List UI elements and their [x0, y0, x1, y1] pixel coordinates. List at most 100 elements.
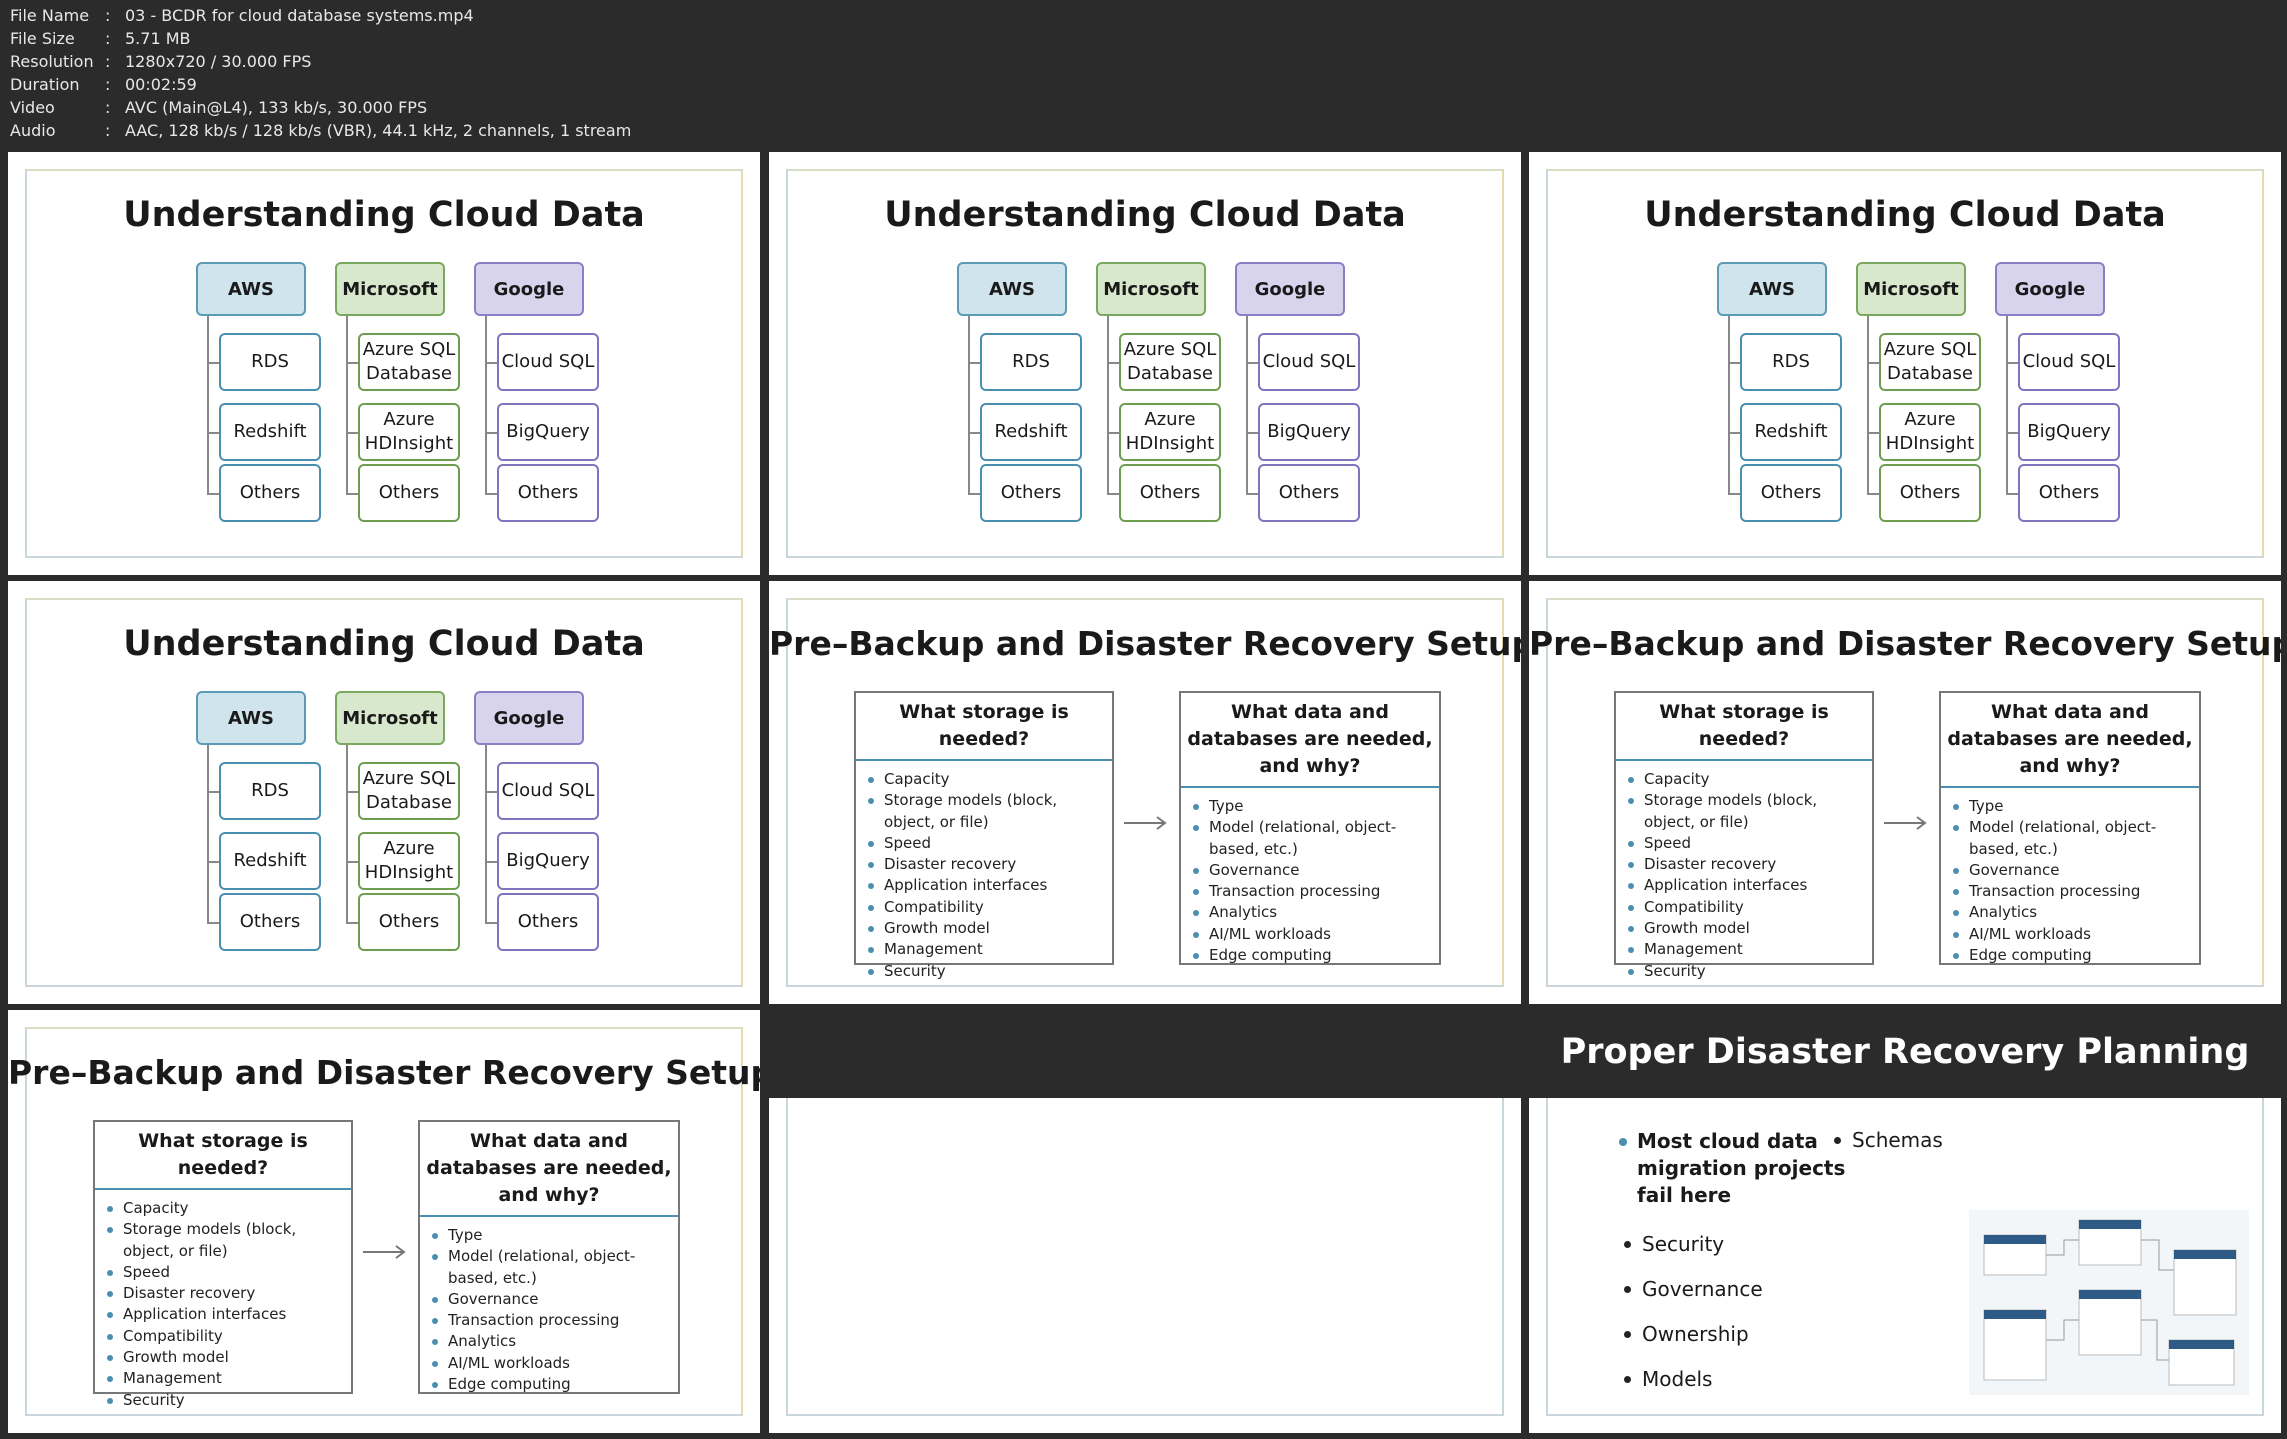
connector-line — [2006, 432, 2029, 434]
connector-line — [1728, 493, 1751, 495]
thumbnail-disaster-recovery[interactable]: Proper Disaster Recovery Planning Most c… — [1529, 1010, 2281, 1433]
list-item: Edge computing — [1193, 945, 1439, 966]
aws-header: AWS — [957, 262, 1067, 316]
list-item: Transaction processing — [1193, 881, 1439, 902]
list-item: Security — [107, 1390, 351, 1411]
list-item: Disaster recovery — [107, 1283, 351, 1304]
storage-box-header: What storage is needed? — [856, 693, 1112, 761]
connector-line — [485, 362, 508, 364]
list-item: Capacity — [1628, 769, 1872, 790]
video-label: Video — [10, 98, 55, 117]
connector-line — [346, 493, 369, 495]
file-name-label: File Name — [10, 6, 90, 25]
thumbnail-backup-setup[interactable]: Pre–Backup and Disaster Recovery Setup W… — [769, 581, 1521, 1004]
thumbnail-cloud-data[interactable]: Understanding Cloud Data AWS RDS Redshif… — [769, 152, 1521, 575]
slide-title: Understanding Cloud Data — [123, 624, 645, 664]
aws-item: RDS — [1740, 333, 1842, 391]
slide-frame — [25, 598, 743, 987]
aws-item: Others — [1740, 464, 1842, 522]
microsoft-item: Azure HDInsight — [1879, 403, 1981, 461]
slide-frame — [1546, 1098, 2264, 1416]
duration-label: Duration — [10, 75, 80, 94]
sub-point: Governance — [1624, 1277, 1763, 1301]
list-item: Management — [868, 939, 1112, 960]
google-item: Cloud SQL — [2018, 333, 2120, 391]
schema-diagram-image — [1969, 1210, 2249, 1395]
thumbnail-cloud-data[interactable]: Understanding Cloud Data AWS RDS Redshif… — [8, 581, 760, 1004]
connector-line — [1246, 316, 1248, 494]
duration-value: 00:02:59 — [125, 75, 197, 94]
google-item: Others — [1258, 464, 1360, 522]
thumbnail-backup-setup[interactable]: Pre–Backup and Disaster Recovery Setup W… — [8, 1010, 760, 1433]
google-item: Others — [497, 893, 599, 951]
microsoft-header: Microsoft — [1856, 262, 1966, 316]
list-item: Governance — [432, 1289, 678, 1310]
google-item: BigQuery — [1258, 403, 1360, 461]
connector-line — [207, 316, 209, 494]
slide-frame — [25, 1027, 743, 1416]
connector-line — [346, 432, 369, 434]
microsoft-item: Azure SQL Database — [358, 333, 460, 391]
connector-line — [968, 493, 991, 495]
list-item: Transaction processing — [1953, 881, 2199, 902]
list-item: Edge computing — [1953, 945, 2199, 966]
storage-list: Capacity Storage models (block, object, … — [1616, 769, 1872, 982]
list-item: Model (relational, object-based, etc.) — [1193, 817, 1439, 860]
data-box-header: What data and databases are needed, and … — [1181, 693, 1439, 788]
aws-item: RDS — [219, 762, 321, 820]
connector-line — [485, 861, 508, 863]
list-item: Storage models (block, object, or file) — [868, 790, 1112, 833]
connector-line — [1728, 362, 1751, 364]
connector-line — [1107, 493, 1130, 495]
list-item: Speed — [107, 1262, 351, 1283]
connector-line — [1728, 432, 1751, 434]
slide-frame — [786, 1098, 1504, 1416]
sub-point: Ownership — [1624, 1322, 1749, 1346]
connector-line — [485, 922, 508, 924]
aws-item: Redshift — [980, 403, 1082, 461]
aws-item: RDS — [980, 333, 1082, 391]
connector-line — [207, 861, 230, 863]
audio-label: Audio — [10, 121, 56, 140]
microsoft-item: Others — [1879, 464, 1981, 522]
list-item: Speed — [868, 833, 1112, 854]
sub-point: Security — [1624, 1232, 1724, 1256]
list-item: Growth model — [868, 918, 1112, 939]
list-item: Analytics — [1193, 902, 1439, 923]
connector-line — [1107, 362, 1130, 364]
thumbnail-blank-transition[interactable] — [769, 1010, 1521, 1433]
list-item: Disaster recovery — [1628, 854, 1872, 875]
thumbnail-backup-setup[interactable]: Pre–Backup and Disaster Recovery Setup W… — [1529, 581, 2281, 1004]
data-box: What data and databases are needed, and … — [1179, 691, 1441, 965]
list-item: Application interfaces — [1628, 875, 1872, 896]
list-item: Governance — [1953, 860, 2199, 881]
list-item: Management — [107, 1368, 351, 1389]
storage-list: Capacity Storage models (block, object, … — [95, 1198, 351, 1411]
connector-line — [1867, 316, 1869, 494]
microsoft-item: Azure SQL Database — [1119, 333, 1221, 391]
thumbnail-cloud-data[interactable]: Understanding Cloud Data AWS RDS Redshif… — [8, 152, 760, 575]
schemas-point: Schemas — [1834, 1128, 1943, 1152]
main-point: Most cloud data migration projects fail … — [1619, 1128, 1857, 1209]
file-size-value: 5.71 MB — [125, 29, 191, 48]
aws-header: AWS — [1717, 262, 1827, 316]
connector-line — [1728, 316, 1730, 494]
connector-line — [485, 791, 508, 793]
microsoft-item: Azure SQL Database — [358, 762, 460, 820]
slide-frame — [786, 598, 1504, 987]
aws-item: Redshift — [219, 832, 321, 890]
connector-line — [968, 362, 991, 364]
slide-frame — [1546, 598, 2264, 987]
file-name-value: 03 - BCDR for cloud database systems.mp4 — [125, 6, 474, 25]
list-item: Security — [868, 961, 1112, 982]
slide-title: Understanding Cloud Data — [884, 195, 1406, 235]
storage-list: Capacity Storage models (block, object, … — [856, 769, 1112, 982]
slide-title: Pre–Backup and Disaster Recovery Setup — [769, 624, 1521, 663]
list-item: Model (relational, object-based, etc.) — [1953, 817, 2199, 860]
storage-box-header: What storage is needed? — [1616, 693, 1872, 761]
slide-frame — [1546, 169, 2264, 558]
microsoft-header: Microsoft — [335, 262, 445, 316]
list-item: AI/ML workloads — [432, 1353, 678, 1374]
list-item: Management — [1628, 939, 1872, 960]
thumbnail-cloud-data[interactable]: Understanding Cloud Data AWS RDS Redshif… — [1529, 152, 2281, 575]
